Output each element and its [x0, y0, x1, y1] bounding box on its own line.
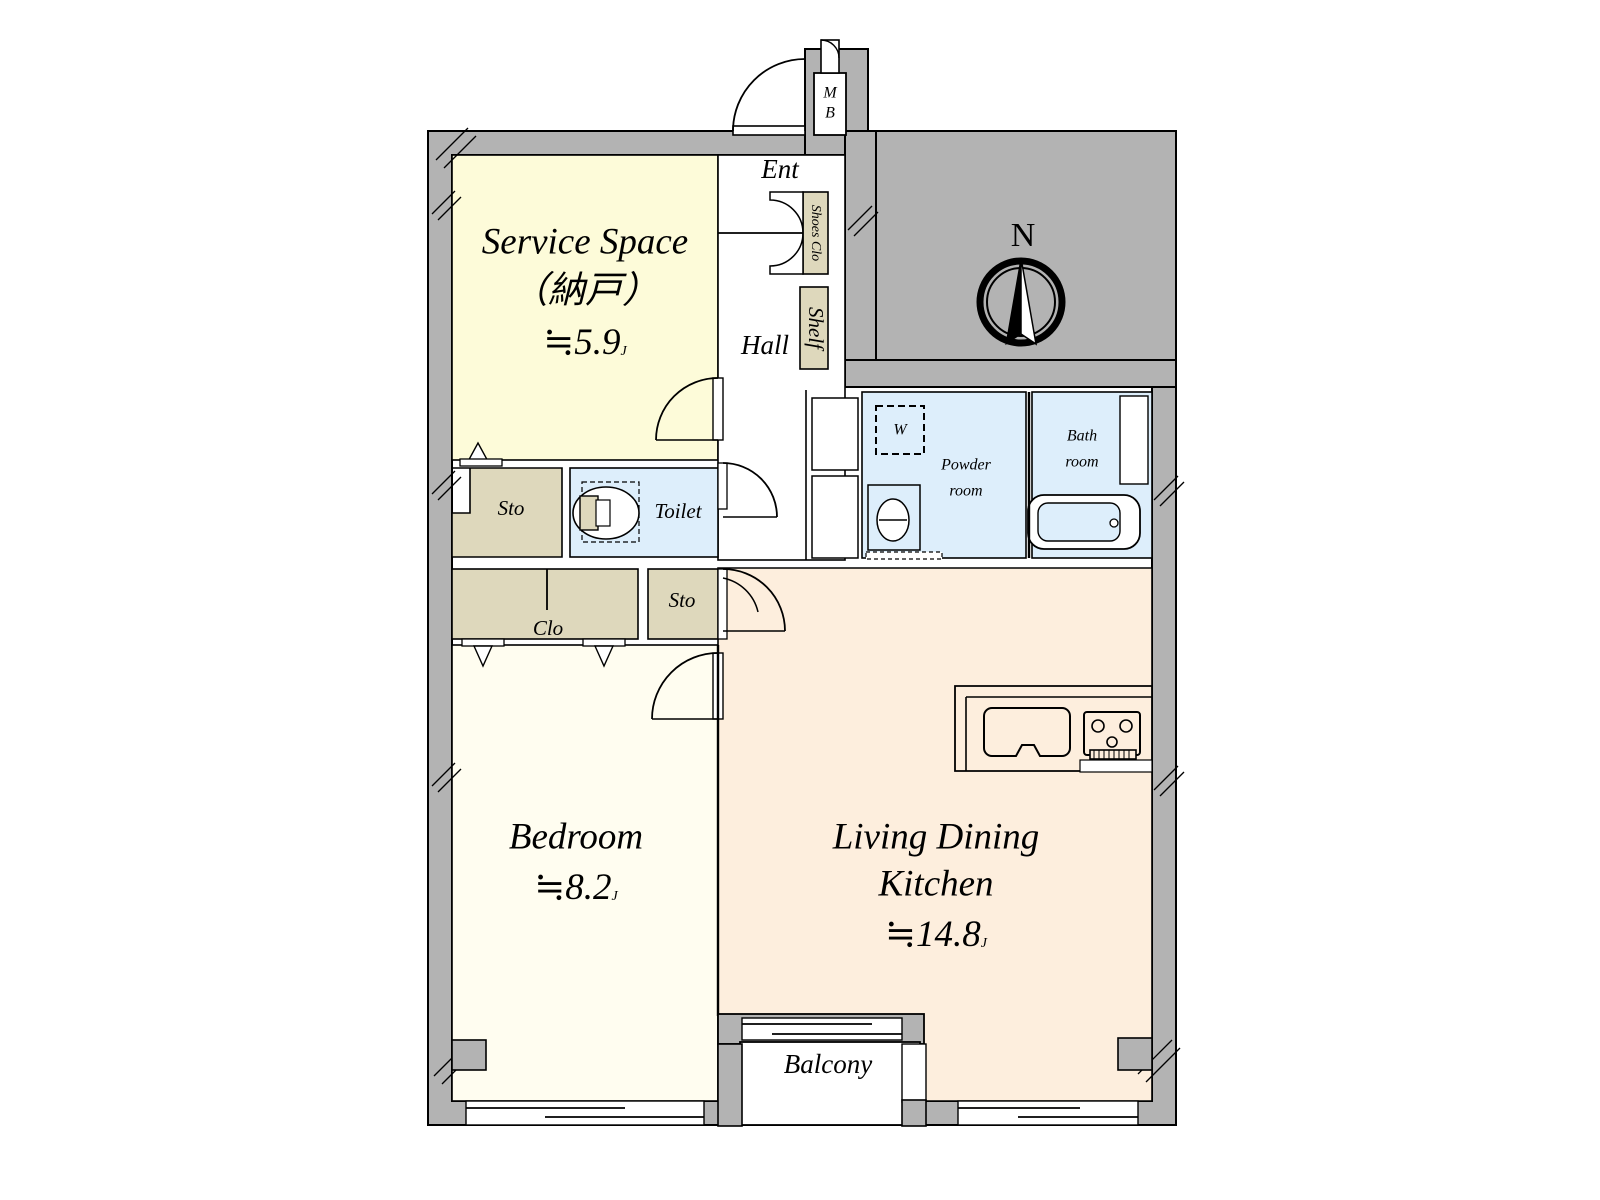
wall-hatching: [431, 127, 1185, 1085]
mail-box: [813, 39, 847, 136]
service-space-area: ≒5.9J: [543, 322, 627, 363]
shelf-unit: [799, 286, 829, 370]
toilet-label: Toilet: [654, 499, 702, 523]
shoes-closet-doors: [718, 191, 804, 275]
service-space-area-value: 5.9: [574, 322, 620, 363]
storage-upper-label: Sto: [498, 496, 525, 520]
room-bedroom-fill: [451, 644, 719, 1102]
bedroom-window: [465, 1100, 705, 1126]
ldk-area-unit: J: [981, 936, 988, 951]
toilet-door: [717, 462, 778, 518]
powder-room-label-2: room: [949, 483, 982, 500]
bath-room-label-1: Bath: [1067, 428, 1097, 445]
bath-room-label-2: room: [1065, 454, 1098, 471]
kitchen-sink: [983, 707, 1071, 757]
storage-lower-label: Sto: [669, 588, 696, 612]
bedroom-area-unit: J: [612, 889, 619, 904]
ldk-name-line1: Living Dining: [832, 816, 1040, 857]
bedroom-wall-step: [451, 1039, 487, 1071]
service-space-name: Service Space: [482, 221, 688, 262]
room-service-space-fill: [451, 154, 719, 461]
ldk-name-line2: Kitchen: [877, 863, 993, 904]
ldk-area-value: 14.8: [916, 914, 981, 955]
service-space-door: [655, 377, 724, 441]
bedroom-name: Bedroom: [509, 816, 643, 857]
bedroom-area-prefix: ≒: [534, 867, 565, 908]
front-door: [732, 58, 806, 136]
shoes-closet: [802, 191, 829, 275]
vanity-basin: [867, 484, 921, 551]
washer-slot: [875, 405, 925, 455]
compass-rose: N: [976, 217, 1066, 347]
powder-room-threshold: [865, 551, 943, 560]
storage-upper-door-marker: [459, 441, 503, 467]
washer-label: W: [893, 422, 908, 439]
ldk-window-bottom: [957, 1100, 1139, 1126]
balcony-label: Balcony: [784, 1049, 872, 1079]
service-space-area-prefix: ≒: [543, 322, 574, 363]
ldk-wall-step: [1117, 1037, 1153, 1071]
ldk-area-prefix: ≒: [885, 914, 916, 955]
ldk-door-upper: [717, 568, 786, 640]
powder-room-sliding-doors: [805, 390, 859, 560]
ldk-area: ≒14.8J: [885, 914, 988, 955]
entrance-label: Ent: [760, 154, 800, 184]
mail-box-label-m: M: [822, 85, 838, 102]
bathtub: [1027, 494, 1141, 550]
service-space-area-unit: J: [621, 344, 628, 359]
hall-label: Hall: [740, 330, 789, 360]
mail-box-label-b: B: [825, 105, 835, 122]
shoes-closet-label: Shoes Clo: [808, 205, 823, 261]
balcony-sliding-window: [741, 1017, 903, 1041]
closet-unit: [451, 568, 639, 640]
service-space-name-jp: （納戸）: [511, 270, 659, 311]
powder-room-label-1: Powder: [940, 457, 992, 474]
storage-lower: [647, 568, 719, 640]
compass-north-label: N: [1011, 217, 1036, 254]
bedroom-area: ≒8.2J: [534, 867, 618, 908]
svg-text:≒5.9J: ≒5.9J: [543, 322, 627, 363]
closet-label: Clo: [533, 616, 563, 640]
bedroom-area-value: 8.2: [565, 867, 611, 908]
kitchen-stove: [1083, 711, 1141, 760]
storage-upper: [451, 467, 563, 558]
closet-door-markers: [461, 638, 626, 668]
shelf-label: Shelf: [804, 307, 828, 352]
toilet-fixture: [572, 481, 640, 543]
